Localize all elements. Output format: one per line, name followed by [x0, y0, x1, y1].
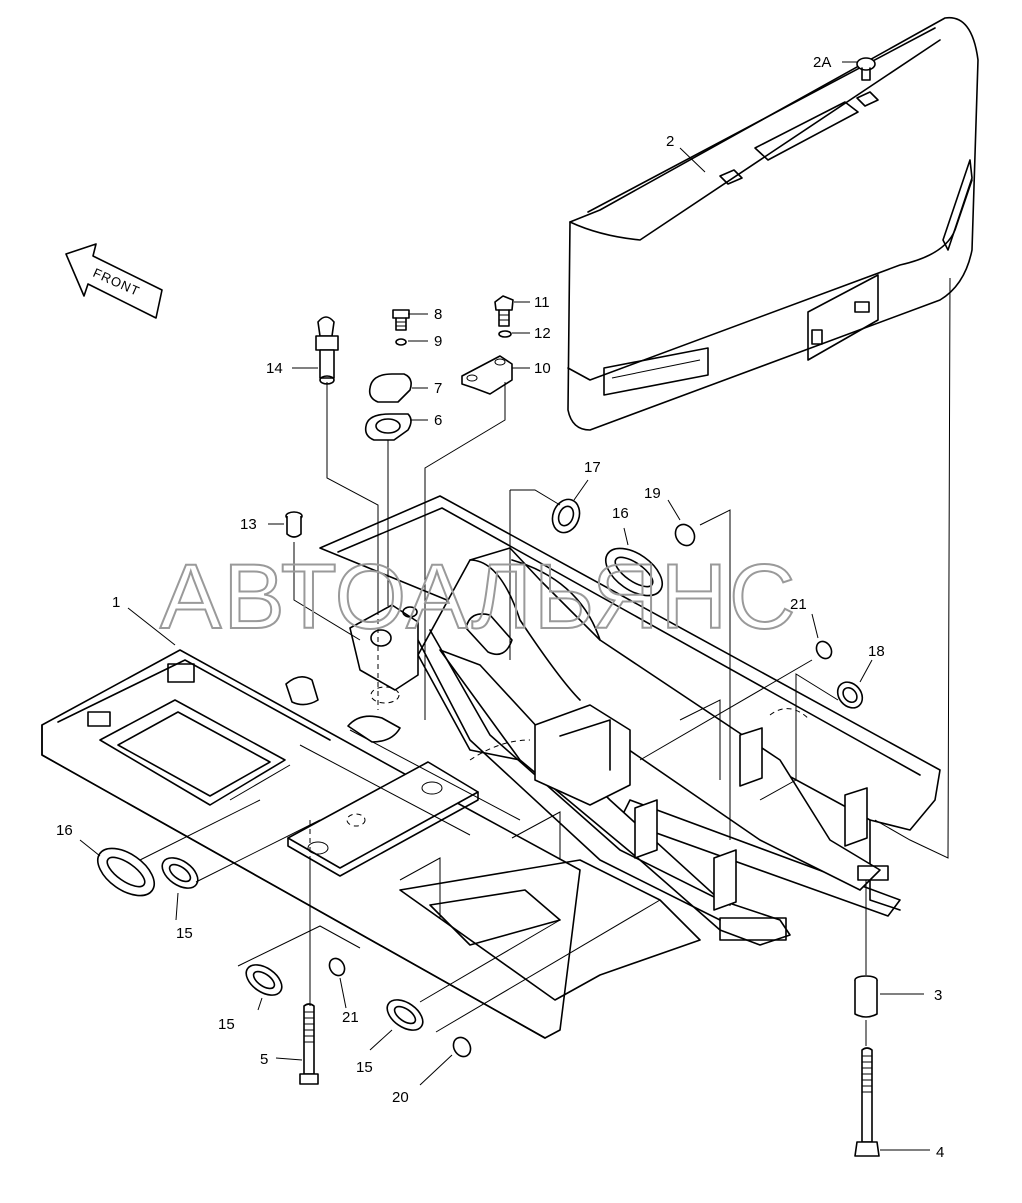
upper-frame [41, 495, 941, 1039]
counterweight [567, 16, 979, 431]
callout-3: 3 [934, 987, 942, 1004]
callout-9: 9 [434, 333, 442, 350]
bushing-19 [674, 523, 696, 547]
callout-1: 1 [112, 594, 120, 611]
callout-15-c: 15 [356, 1059, 373, 1076]
bracket-10 [461, 355, 513, 395]
callout-5: 5 [260, 1051, 268, 1068]
sleeve-3 [854, 975, 878, 1018]
callout-4: 4 [936, 1144, 944, 1161]
cover-plate [368, 373, 412, 403]
callout-8: 8 [434, 306, 442, 323]
grommet-15-c [386, 999, 424, 1031]
grommet-15-b [245, 964, 283, 996]
long-bolt-4 [854, 1047, 880, 1157]
callout-2a: 2A [813, 54, 831, 71]
assembly-guides [139, 277, 951, 1046]
callout-13: 13 [240, 516, 257, 533]
callout-7: 7 [434, 380, 442, 397]
long-bolt-5 [299, 1003, 319, 1085]
callout-16-b: 16 [612, 505, 629, 522]
gasket [364, 413, 412, 441]
plug-2a [856, 57, 876, 71]
callout-labels: 2A 2 1 3 4 5 6 7 8 9 10 11 12 13 14 15 1… [56, 54, 944, 1161]
grommet-18 [836, 681, 864, 709]
callout-leaders [79, 61, 930, 1151]
oval-grommet-upper [605, 547, 663, 597]
callout-19: 19 [644, 485, 661, 502]
callout-18: 18 [868, 643, 885, 660]
callout-15-b: 15 [218, 1016, 235, 1033]
callout-16-a: 16 [56, 822, 73, 839]
bolt-8 [392, 309, 410, 331]
callout-20: 20 [392, 1089, 409, 1106]
bolt-11 [494, 295, 514, 327]
lifting-pin [315, 316, 339, 385]
callout-21-b: 21 [342, 1009, 359, 1026]
watermark: АВТОАЛЬЯНС [160, 546, 798, 648]
bushing-21-lower [328, 957, 346, 977]
callout-14: 14 [266, 360, 283, 377]
washer-9 [395, 338, 407, 346]
callout-10: 10 [534, 360, 551, 377]
callout-17: 17 [584, 459, 601, 476]
washer-12 [498, 330, 512, 338]
callout-15-a: 15 [176, 925, 193, 942]
callout-2: 2 [666, 133, 674, 150]
callout-21-a: 21 [790, 596, 807, 613]
callout-11: 11 [534, 294, 550, 311]
oval-grommet-lower [97, 847, 155, 897]
bushing-20 [452, 1036, 472, 1058]
grommet-15-a [161, 857, 199, 889]
front-direction-arrow: FRONT [65, 243, 163, 319]
callout-6: 6 [434, 412, 442, 429]
callout-12: 12 [534, 325, 551, 342]
bushing-21-upper [815, 640, 833, 660]
short-pin [285, 511, 303, 538]
grommet-17 [551, 498, 581, 534]
